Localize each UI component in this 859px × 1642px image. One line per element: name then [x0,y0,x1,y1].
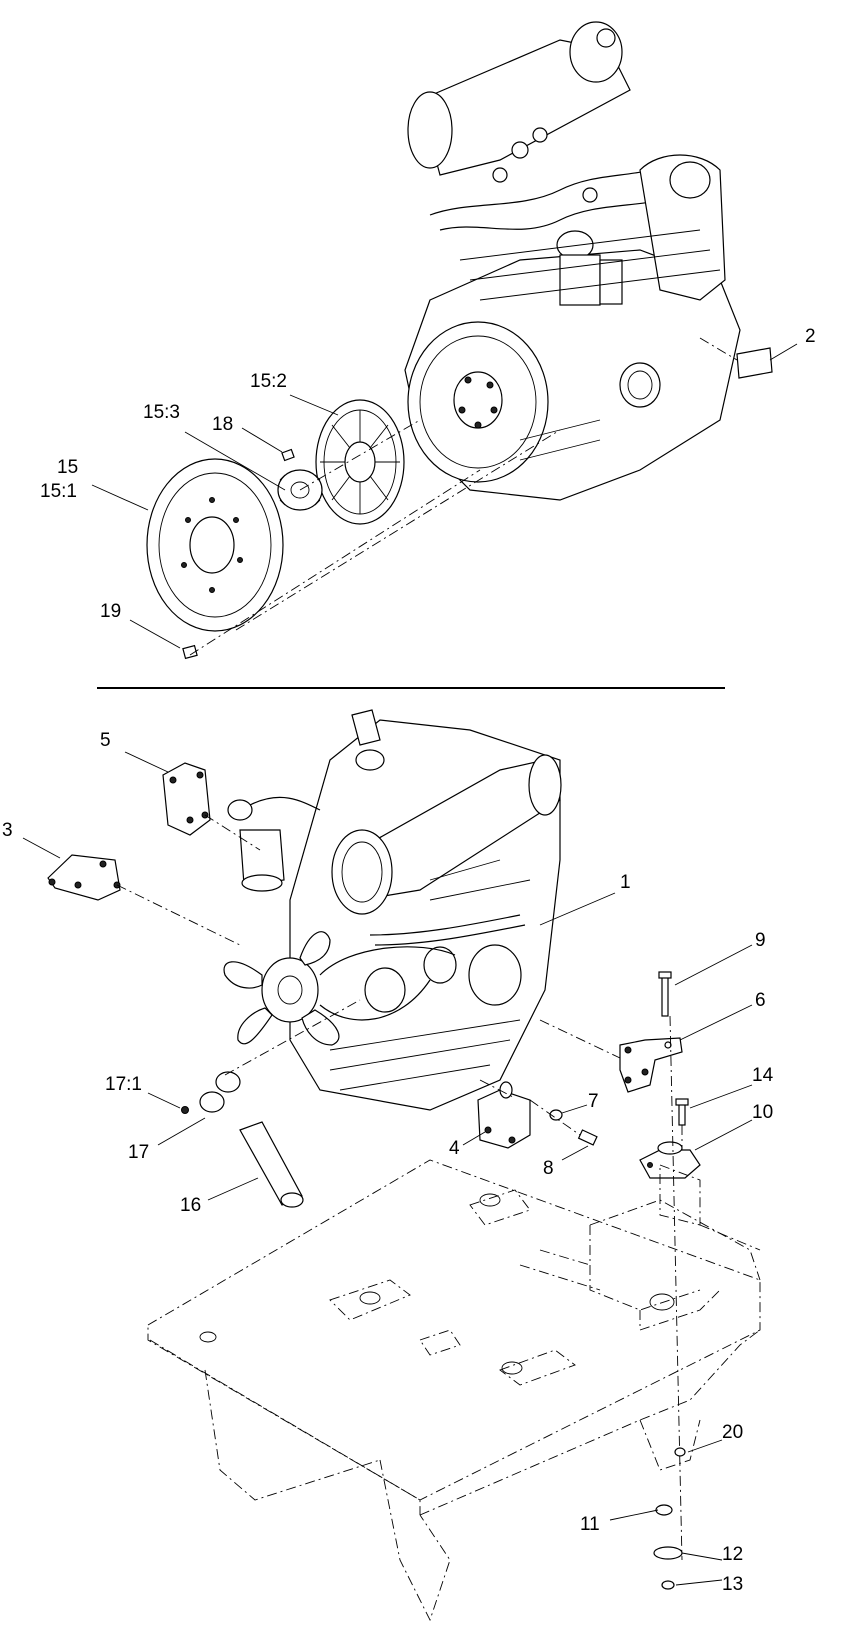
label-plate [699,337,773,379]
leader-9 [674,944,753,986]
callout-5: 5 [100,730,111,751]
callout-13: 13 [722,1574,743,1595]
engine-bracket-6 [539,1019,683,1093]
callout-18: 18 [212,414,233,435]
leader-17 [157,1117,206,1146]
callout-6: 6 [755,990,766,1011]
bolt-9 [658,971,672,1017]
callout-11: 11 [580,1514,600,1535]
callout-4: 4 [449,1138,460,1159]
callout-14: 14 [752,1065,774,1086]
callout-15-3: 15:3 [143,402,180,423]
leader-11 [609,1509,659,1521]
callout-17-1: 17:1 [105,1074,142,1095]
cooling-fan [223,931,340,1046]
leader-6 [679,1004,753,1041]
leader-8 [561,1145,589,1161]
engine-bracket-5 [162,762,261,851]
bolt-18 [281,448,295,462]
callout-7: 7 [588,1091,599,1112]
callout-15-2: 15:2 [250,371,287,392]
callout-8: 8 [543,1158,554,1179]
bolt-8 [529,1099,598,1146]
callout-9: 9 [755,930,766,951]
leader-16 [207,1177,259,1201]
leader-17-1 [147,1092,181,1109]
callout-1: 1 [620,872,631,893]
leader-14 [689,1084,753,1109]
upper-engine-assembly [404,21,741,501]
leader-1 [539,892,616,926]
bolt-19 [182,644,198,660]
lower-engine-assembly [223,709,562,1111]
leader-13 [675,1579,723,1586]
washer-7 [549,1109,563,1121]
leader-10 [694,1119,753,1151]
mount-axis [669,1015,683,1561]
washer-12 [653,1546,683,1560]
flywheel [146,458,284,632]
leader-15-3 [184,431,286,491]
callout-16: 16 [180,1195,201,1216]
callout-3: 3 [2,820,13,841]
leader-12 [681,1552,723,1561]
tailpipe-16 [239,1121,304,1208]
leader-15-2 [289,394,339,416]
engine-bracket-3 [47,854,241,946]
tailpipe-clamp-17 [181,999,361,1114]
spacer-11 [655,1504,673,1516]
callout-2: 2 [805,326,816,347]
leader-3 [22,837,61,859]
leader-5 [124,751,169,773]
callout-15: 15 [57,457,78,478]
engine-bracket-4 [477,1079,531,1149]
callout-12: 12 [722,1544,743,1565]
leader-7 [561,1104,588,1114]
leader-19 [129,619,181,649]
leader-18 [241,427,283,453]
callout-19: 19 [100,601,121,622]
isolator-mount-10 [639,1141,701,1179]
leader-15 [91,484,149,511]
coupling-plate [315,399,405,525]
leader-4 [462,1131,486,1146]
leader-20 [687,1439,723,1453]
bolt-14 [675,1098,689,1126]
hardware-stack [653,1447,686,1590]
callout-17: 17 [128,1142,149,1163]
machine-frame [147,1159,761,1622]
upper-assembly-axis [189,419,561,656]
nut-20 [674,1447,686,1457]
callout-15-1: 15:1 [40,481,77,502]
callout-10: 10 [752,1102,773,1123]
nut-13 [661,1580,675,1590]
callout-20: 20 [722,1422,743,1443]
leader-2 [769,343,798,361]
